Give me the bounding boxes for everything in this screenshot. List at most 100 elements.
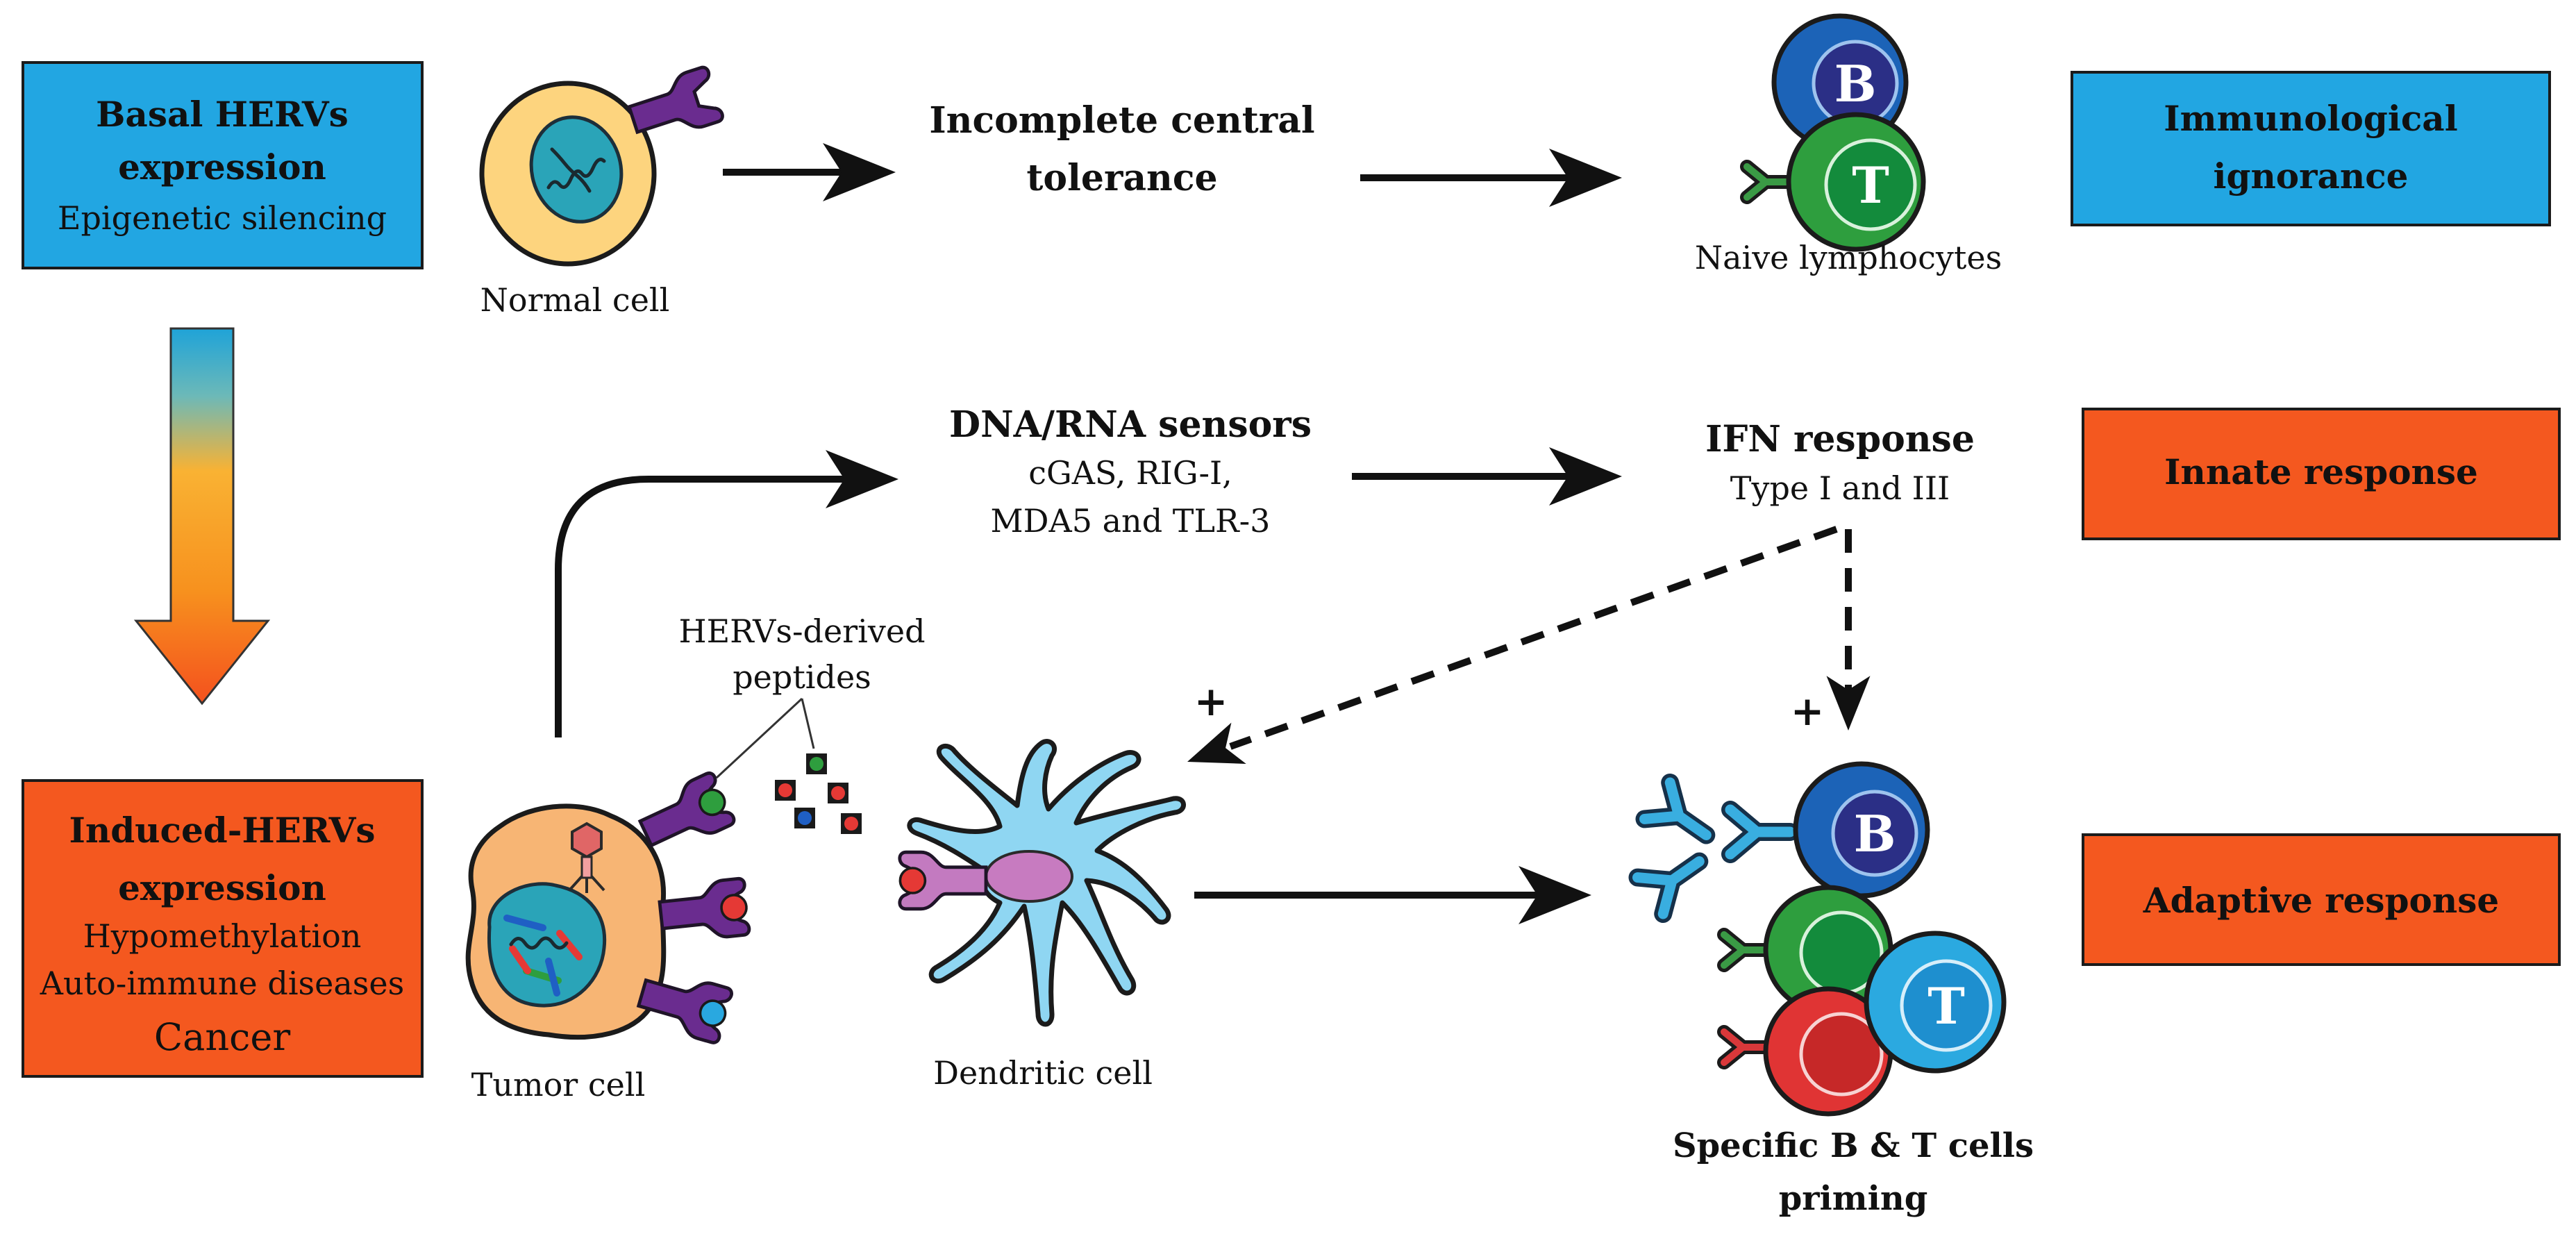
basal-title-line2: expression bbox=[118, 147, 326, 187]
peptide-cluster bbox=[775, 753, 862, 834]
naive-lymphocytes: B T Naive lymphocytes bbox=[1695, 13, 2002, 276]
t-cell-letter: T bbox=[1852, 156, 1889, 215]
normal-cell-receptor bbox=[627, 65, 724, 135]
tumor-receptor-blue bbox=[636, 978, 733, 1044]
t-cell-green bbox=[1717, 885, 1893, 1015]
induced-line-hypomethylation: Hypomethylation bbox=[83, 917, 362, 955]
peptide-dot-red bbox=[720, 894, 748, 922]
arrow-head bbox=[823, 143, 896, 201]
peptide bbox=[775, 780, 796, 801]
dendritic-receptor bbox=[898, 850, 988, 911]
plus-sign-dendritic: + bbox=[1194, 678, 1228, 725]
tumor-cell-label: Tumor cell bbox=[471, 1066, 646, 1103]
induced-hervs-box: Induced-HERVs expression Hypomethylation… bbox=[22, 779, 424, 1078]
gradient-down-arrow bbox=[133, 327, 271, 706]
dashed-shaft bbox=[1229, 526, 1838, 750]
curved-arrow-tumor-to-sensors bbox=[555, 450, 898, 737]
innate-response-box: Innate response bbox=[2082, 408, 2561, 540]
tumor-receptor-red bbox=[658, 876, 751, 939]
ifn-title: IFN response bbox=[1705, 418, 1975, 460]
arrow-head bbox=[1549, 447, 1622, 506]
arrow-shaft bbox=[555, 476, 848, 737]
t-cell-inner bbox=[1900, 959, 1993, 1052]
ifn-response: IFN response Type I and III bbox=[1705, 418, 1975, 507]
arrow-sensors-to-ifn bbox=[1352, 447, 1622, 506]
peptide bbox=[794, 808, 815, 828]
arrow-head bbox=[826, 450, 898, 508]
naive-t-receptor bbox=[1740, 160, 1797, 204]
tumor-receptor-green bbox=[637, 771, 736, 848]
ignorance-line1: Immunological bbox=[2164, 98, 2457, 139]
basal-box-bg bbox=[22, 61, 424, 269]
induced-line-cancer: Cancer bbox=[154, 1015, 290, 1059]
t-cell-inner bbox=[1799, 1012, 1884, 1097]
tumor-cell: Tumor cell bbox=[465, 771, 751, 1103]
priming-line2: priming bbox=[1779, 1179, 1928, 1218]
naive-t-cell: T bbox=[1740, 112, 1926, 252]
t-cell-letter: T bbox=[1927, 976, 1965, 1035]
specific-b-cell: B bbox=[1793, 761, 1930, 899]
b-cell-letter: B bbox=[1834, 54, 1877, 113]
antibodies bbox=[1628, 773, 1799, 924]
specific-t-cells: T bbox=[1717, 885, 2007, 1117]
virus-icon bbox=[568, 822, 605, 893]
immunological-ignorance-box: Immunological ignorance bbox=[2071, 71, 2551, 226]
receptor-shape bbox=[627, 65, 724, 135]
peptides-label-line1: HERVs-derived bbox=[678, 612, 925, 650]
priming-line1: Specific B & T cells bbox=[1673, 1126, 2034, 1165]
arrow-normal-to-tolerance bbox=[723, 143, 896, 201]
t-cell-red bbox=[1717, 986, 1893, 1117]
dna-rna-sensors: DNA/RNA sensors cGAS, RIG-I, MDA5 and TL… bbox=[949, 403, 1312, 540]
induced-line-autoimmune: Auto-immune diseases bbox=[40, 965, 404, 1002]
dendritic-cell-label: Dendritic cell bbox=[933, 1054, 1153, 1092]
tumor-chromosomes bbox=[503, 915, 583, 997]
induced-box-bg bbox=[22, 779, 424, 1078]
peptide-dot-green bbox=[698, 788, 726, 817]
dendritic-cell: Dendritic cell bbox=[898, 739, 1186, 1092]
plus-sign-lymphocytes: + bbox=[1791, 687, 1825, 735]
t-receptor-red bbox=[1717, 1025, 1774, 1069]
antibody-icon bbox=[1635, 773, 1716, 844]
adaptive-box-bg bbox=[2082, 833, 2561, 966]
peptides-pointer-line bbox=[801, 698, 815, 749]
innate-label: Innate response bbox=[2164, 451, 2478, 492]
t-cell-inner bbox=[1824, 138, 1917, 231]
innate-box-bg bbox=[2082, 408, 2561, 540]
antibody-icon bbox=[1721, 801, 1799, 863]
peptide-dot-blue bbox=[699, 999, 727, 1027]
b-cell-inner bbox=[1831, 790, 1918, 877]
arrow-tolerance-to-naive bbox=[1360, 149, 1622, 207]
tolerance-line2: tolerance bbox=[1026, 157, 1217, 199]
peptide-dot-red bbox=[898, 867, 927, 894]
ignorance-box-bg bbox=[2071, 71, 2551, 226]
peptides-label-line2: peptides bbox=[733, 658, 871, 696]
peptides-pointer-line bbox=[715, 697, 803, 779]
dashed-arrow-to-lymphocytes: + bbox=[1791, 529, 1871, 735]
peptide bbox=[841, 813, 862, 834]
receptor-fill bbox=[1743, 163, 1793, 201]
ifn-subtitle: Type I and III bbox=[1730, 469, 1950, 507]
peptide bbox=[828, 783, 848, 803]
normal-cell: Normal cell bbox=[479, 65, 724, 319]
sensors-line2: MDA5 and TLR-3 bbox=[991, 502, 1271, 540]
arrow-head bbox=[1519, 866, 1591, 924]
peptide bbox=[806, 753, 827, 774]
b-cell-letter: B bbox=[1854, 804, 1896, 863]
sensors-line1: cGAS, RIG-I, bbox=[1028, 454, 1232, 492]
specific-priming-label: Specific B & T cells priming bbox=[1673, 1126, 2034, 1218]
induced-title-line2: expression bbox=[118, 867, 326, 908]
basal-title-line1: Basal HERVs bbox=[96, 94, 349, 135]
t-receptor-green bbox=[1717, 928, 1774, 972]
basal-subtitle: Epigenetic silencing bbox=[58, 199, 387, 237]
sensors-title: DNA/RNA sensors bbox=[949, 403, 1312, 446]
dendritic-cell-nucleus bbox=[985, 850, 1073, 903]
arrow-head bbox=[1549, 149, 1622, 207]
incomplete-central-tolerance: Incomplete central tolerance bbox=[929, 99, 1314, 199]
adaptive-response-box: Adaptive response bbox=[2082, 833, 2561, 966]
tumor-cell-nucleus bbox=[487, 882, 607, 1008]
tolerance-line1: Incomplete central bbox=[929, 99, 1314, 142]
hervs-derived-peptides: HERVs-derived peptides bbox=[678, 612, 926, 834]
antibody-icon bbox=[1628, 852, 1709, 924]
adaptive-label: Adaptive response bbox=[2143, 880, 2499, 921]
